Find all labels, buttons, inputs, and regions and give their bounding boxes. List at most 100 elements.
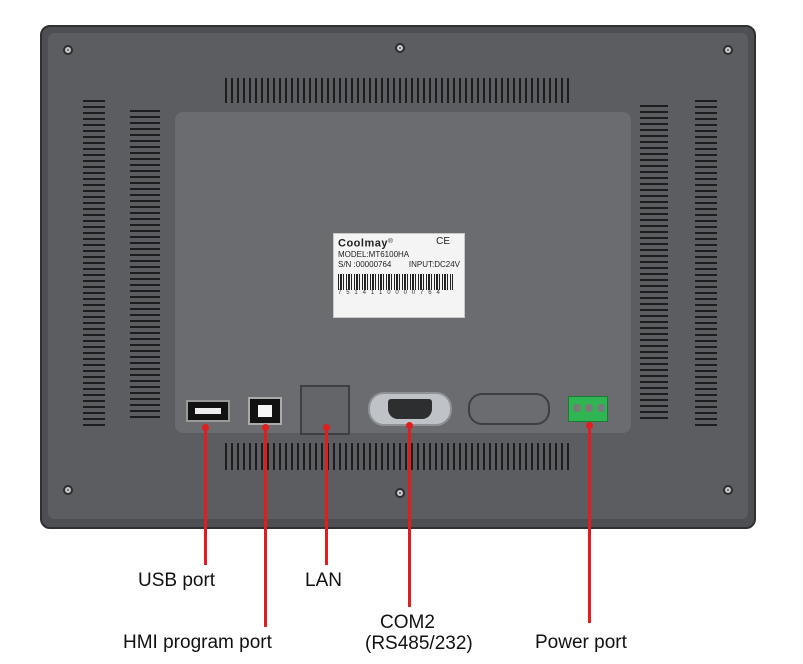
vent-slot: [339, 78, 341, 103]
vent-slot: [640, 393, 668, 395]
vent-slot: [130, 272, 160, 274]
vent-slot: [130, 320, 160, 322]
vent-slot: [640, 117, 668, 119]
vent-slot: [640, 357, 668, 359]
vent-slot: [130, 374, 160, 376]
vent-slot: [130, 356, 160, 358]
vent-slot: [249, 443, 251, 470]
vent-slot: [640, 321, 668, 323]
label-brand: Coolmay®: [338, 237, 393, 250]
vent-slot: [441, 78, 443, 103]
vent-slot: [640, 273, 668, 275]
vent-slot: [695, 124, 717, 126]
vent-slot: [83, 412, 105, 414]
vent-slot: [695, 172, 717, 174]
vent-slot: [453, 443, 455, 470]
vent-slot: [267, 78, 269, 103]
vent-slot: [501, 443, 503, 470]
vent-slot: [130, 182, 160, 184]
vent-slot: [83, 394, 105, 396]
vent-slot: [363, 443, 365, 470]
vent-slot: [130, 392, 160, 394]
screw-icon: [395, 43, 405, 53]
vent-slot: [303, 443, 305, 470]
vent-slot: [130, 332, 160, 334]
vent-slot: [459, 443, 461, 470]
vent-slot: [83, 388, 105, 390]
vent-slot: [640, 405, 668, 407]
vent-slot: [83, 376, 105, 378]
vent-slot: [83, 262, 105, 264]
vent-slot: [695, 250, 717, 252]
vent-slot: [695, 352, 717, 354]
vent-slot: [695, 310, 717, 312]
vent-slot: [695, 160, 717, 162]
vent-slot: [640, 279, 668, 281]
vent-slot: [537, 78, 539, 103]
vent-slot: [225, 443, 227, 470]
vent-slot: [695, 370, 717, 372]
vent-slot: [695, 232, 717, 234]
vent-slot: [435, 78, 437, 103]
vent-slot: [695, 286, 717, 288]
vent-slot: [130, 260, 160, 262]
vent-slot: [417, 78, 419, 103]
vent-slot: [695, 346, 717, 348]
vent-slot: [640, 411, 668, 413]
vent-slot: [83, 316, 105, 318]
vent-slot: [130, 140, 160, 142]
vent-slot: [483, 78, 485, 103]
vent-slot: [83, 244, 105, 246]
vent-slot: [695, 130, 717, 132]
vent-slot: [345, 78, 347, 103]
vent-slot: [83, 298, 105, 300]
vent-slot: [279, 443, 281, 470]
vent-slot: [567, 78, 569, 103]
vent-slot: [640, 111, 668, 113]
vent-slot: [333, 78, 335, 103]
vent-slot: [83, 112, 105, 114]
vent-slot: [695, 382, 717, 384]
vent-slot: [507, 443, 509, 470]
vent-slot: [327, 78, 329, 103]
vent-slot: [381, 78, 383, 103]
vent-slot: [130, 344, 160, 346]
vent-slot: [411, 443, 413, 470]
vent-slot: [83, 334, 105, 336]
vent-slot: [231, 443, 233, 470]
vent-slot: [130, 296, 160, 298]
vent-slot: [83, 352, 105, 354]
vent-slot: [640, 375, 668, 377]
vent-slot: [513, 443, 515, 470]
vent-slot: [130, 410, 160, 412]
vent-slot: [519, 443, 521, 470]
vent-slot: [640, 387, 668, 389]
vent-slot: [130, 266, 160, 268]
vent-slot: [130, 206, 160, 208]
vent-slot: [640, 243, 668, 245]
vent-slot: [695, 136, 717, 138]
vent-slot: [83, 406, 105, 408]
hmi-program-port-caption: HMI program port: [123, 632, 272, 653]
vent-slot: [640, 141, 668, 143]
vent-slot: [495, 78, 497, 103]
vent-slot: [640, 105, 668, 107]
vent-slot: [561, 443, 563, 470]
vent-slot: [423, 443, 425, 470]
vent-slot: [695, 412, 717, 414]
vent-slot: [83, 286, 105, 288]
vent-slot: [393, 443, 395, 470]
vent-slot: [291, 443, 293, 470]
com2-caption: COM2: [380, 612, 435, 633]
vent-slot: [130, 248, 160, 250]
vent-slot: [543, 78, 545, 103]
vent-slot: [399, 78, 401, 103]
vent-slot: [543, 443, 545, 470]
vent-slot: [83, 280, 105, 282]
vent-slot: [309, 443, 311, 470]
vent-slot: [489, 443, 491, 470]
vent-slot: [130, 350, 160, 352]
vent-slot: [640, 195, 668, 197]
vent-slot: [130, 170, 160, 172]
vent-slot: [279, 78, 281, 103]
